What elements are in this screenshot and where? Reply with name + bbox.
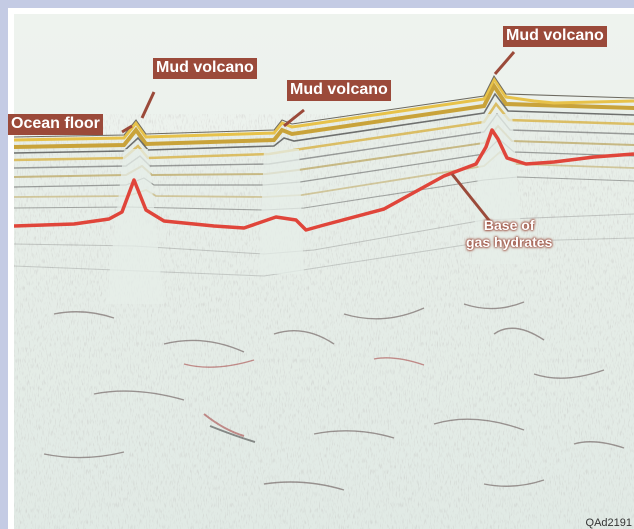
label-mud-volcano-2: Mud volcano: [287, 80, 391, 101]
label-hydrate-base-line1: Base of: [466, 217, 552, 234]
label-mud-volcano-1: Mud volcano: [153, 58, 257, 79]
figure-frame: Ocean floor Mud volcano Mud volcano Mud …: [8, 8, 634, 529]
label-hydrate-base: Base of gas hydrates: [466, 217, 552, 251]
label-hydrate-base-line2: gas hydrates: [466, 234, 552, 251]
figure-code: QAd2191: [586, 517, 632, 529]
label-ocean-floor: Ocean floor: [8, 114, 103, 135]
label-mud-volcano-3: Mud volcano: [503, 26, 607, 47]
